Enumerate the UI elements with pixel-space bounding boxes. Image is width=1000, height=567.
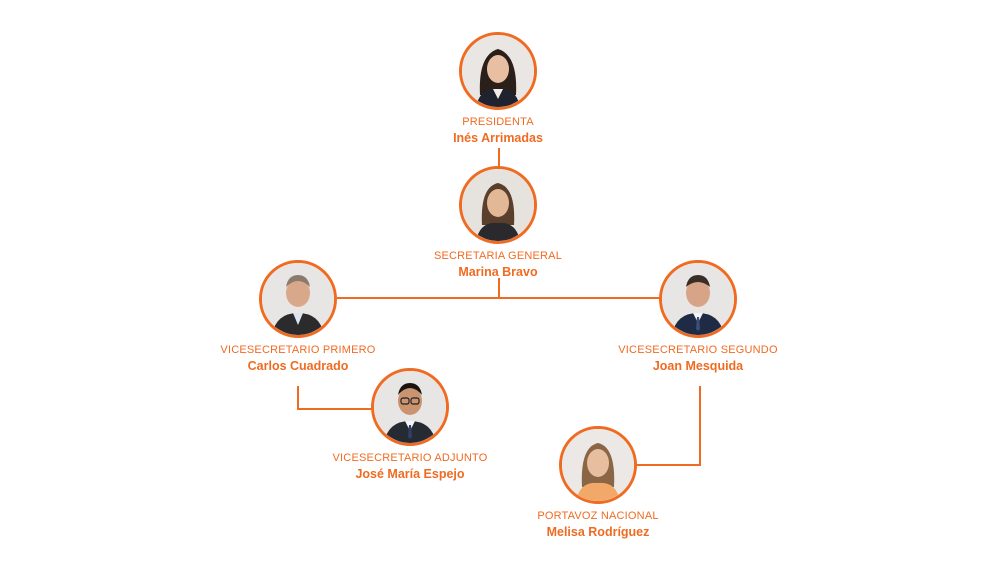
person-photo-icon [659,260,737,338]
woman-brown-hair-icon [462,169,534,241]
person-photo-icon [259,260,337,338]
person-name: Marina Bravo [458,265,538,279]
person-name: José María Espejo [355,467,465,481]
woman-dark-hair-icon [462,35,534,107]
person-photo-icon [371,368,449,446]
woman-light-hair-icon [562,429,634,501]
role-label: VICESECRETARIO PRIMERO [220,344,376,356]
man-suit-icon [262,263,334,335]
node-portavoz-nacional: PORTAVOZ NACIONAL Melisa Rodríguez [468,426,728,540]
role-label: PORTAVOZ NACIONAL [537,510,659,522]
role-label: PRESIDENTA [462,116,534,128]
man-suit-tie-icon [662,263,734,335]
person-photo-icon [459,32,537,110]
node-vicesecretario-segundo: VICESECRETARIO SEGUNDO Joan Mesquida [568,260,828,374]
person-name: Melisa Rodríguez [546,525,650,539]
connector-secretaria-down [498,278,500,298]
node-vicesecretario-primero: VICESECRETARIO PRIMERO Carlos Cuadrado [168,260,428,374]
connector-horizontal-main [337,297,662,299]
person-photo-icon [459,166,537,244]
node-vicesecretario-adjunto: VICESECRETARIO ADJUNTO José María Espejo [280,368,540,482]
node-secretaria-general: SECRETARIA GENERAL Marina Bravo [368,166,628,280]
node-presidenta: PRESIDENTA Inés Arrimadas [368,32,628,146]
role-label: SECRETARIA GENERAL [433,250,563,262]
role-label: VICESECRETARIO ADJUNTO [332,452,488,464]
connector-primero-down [297,386,299,409]
person-name: Inés Arrimadas [453,131,543,145]
connector-segundo-portavoz [636,464,701,466]
role-label: VICESECRETARIO SEGUNDO [618,344,778,356]
connector-segundo-down [699,386,701,466]
connector-primero-adjunto [297,408,373,410]
man-glasses-icon [374,371,446,443]
person-photo-icon [559,426,637,504]
person-name: Carlos Cuadrado [247,359,349,373]
person-name: Joan Mesquida [652,359,744,373]
connector-presidenta-secretaria [498,148,500,168]
